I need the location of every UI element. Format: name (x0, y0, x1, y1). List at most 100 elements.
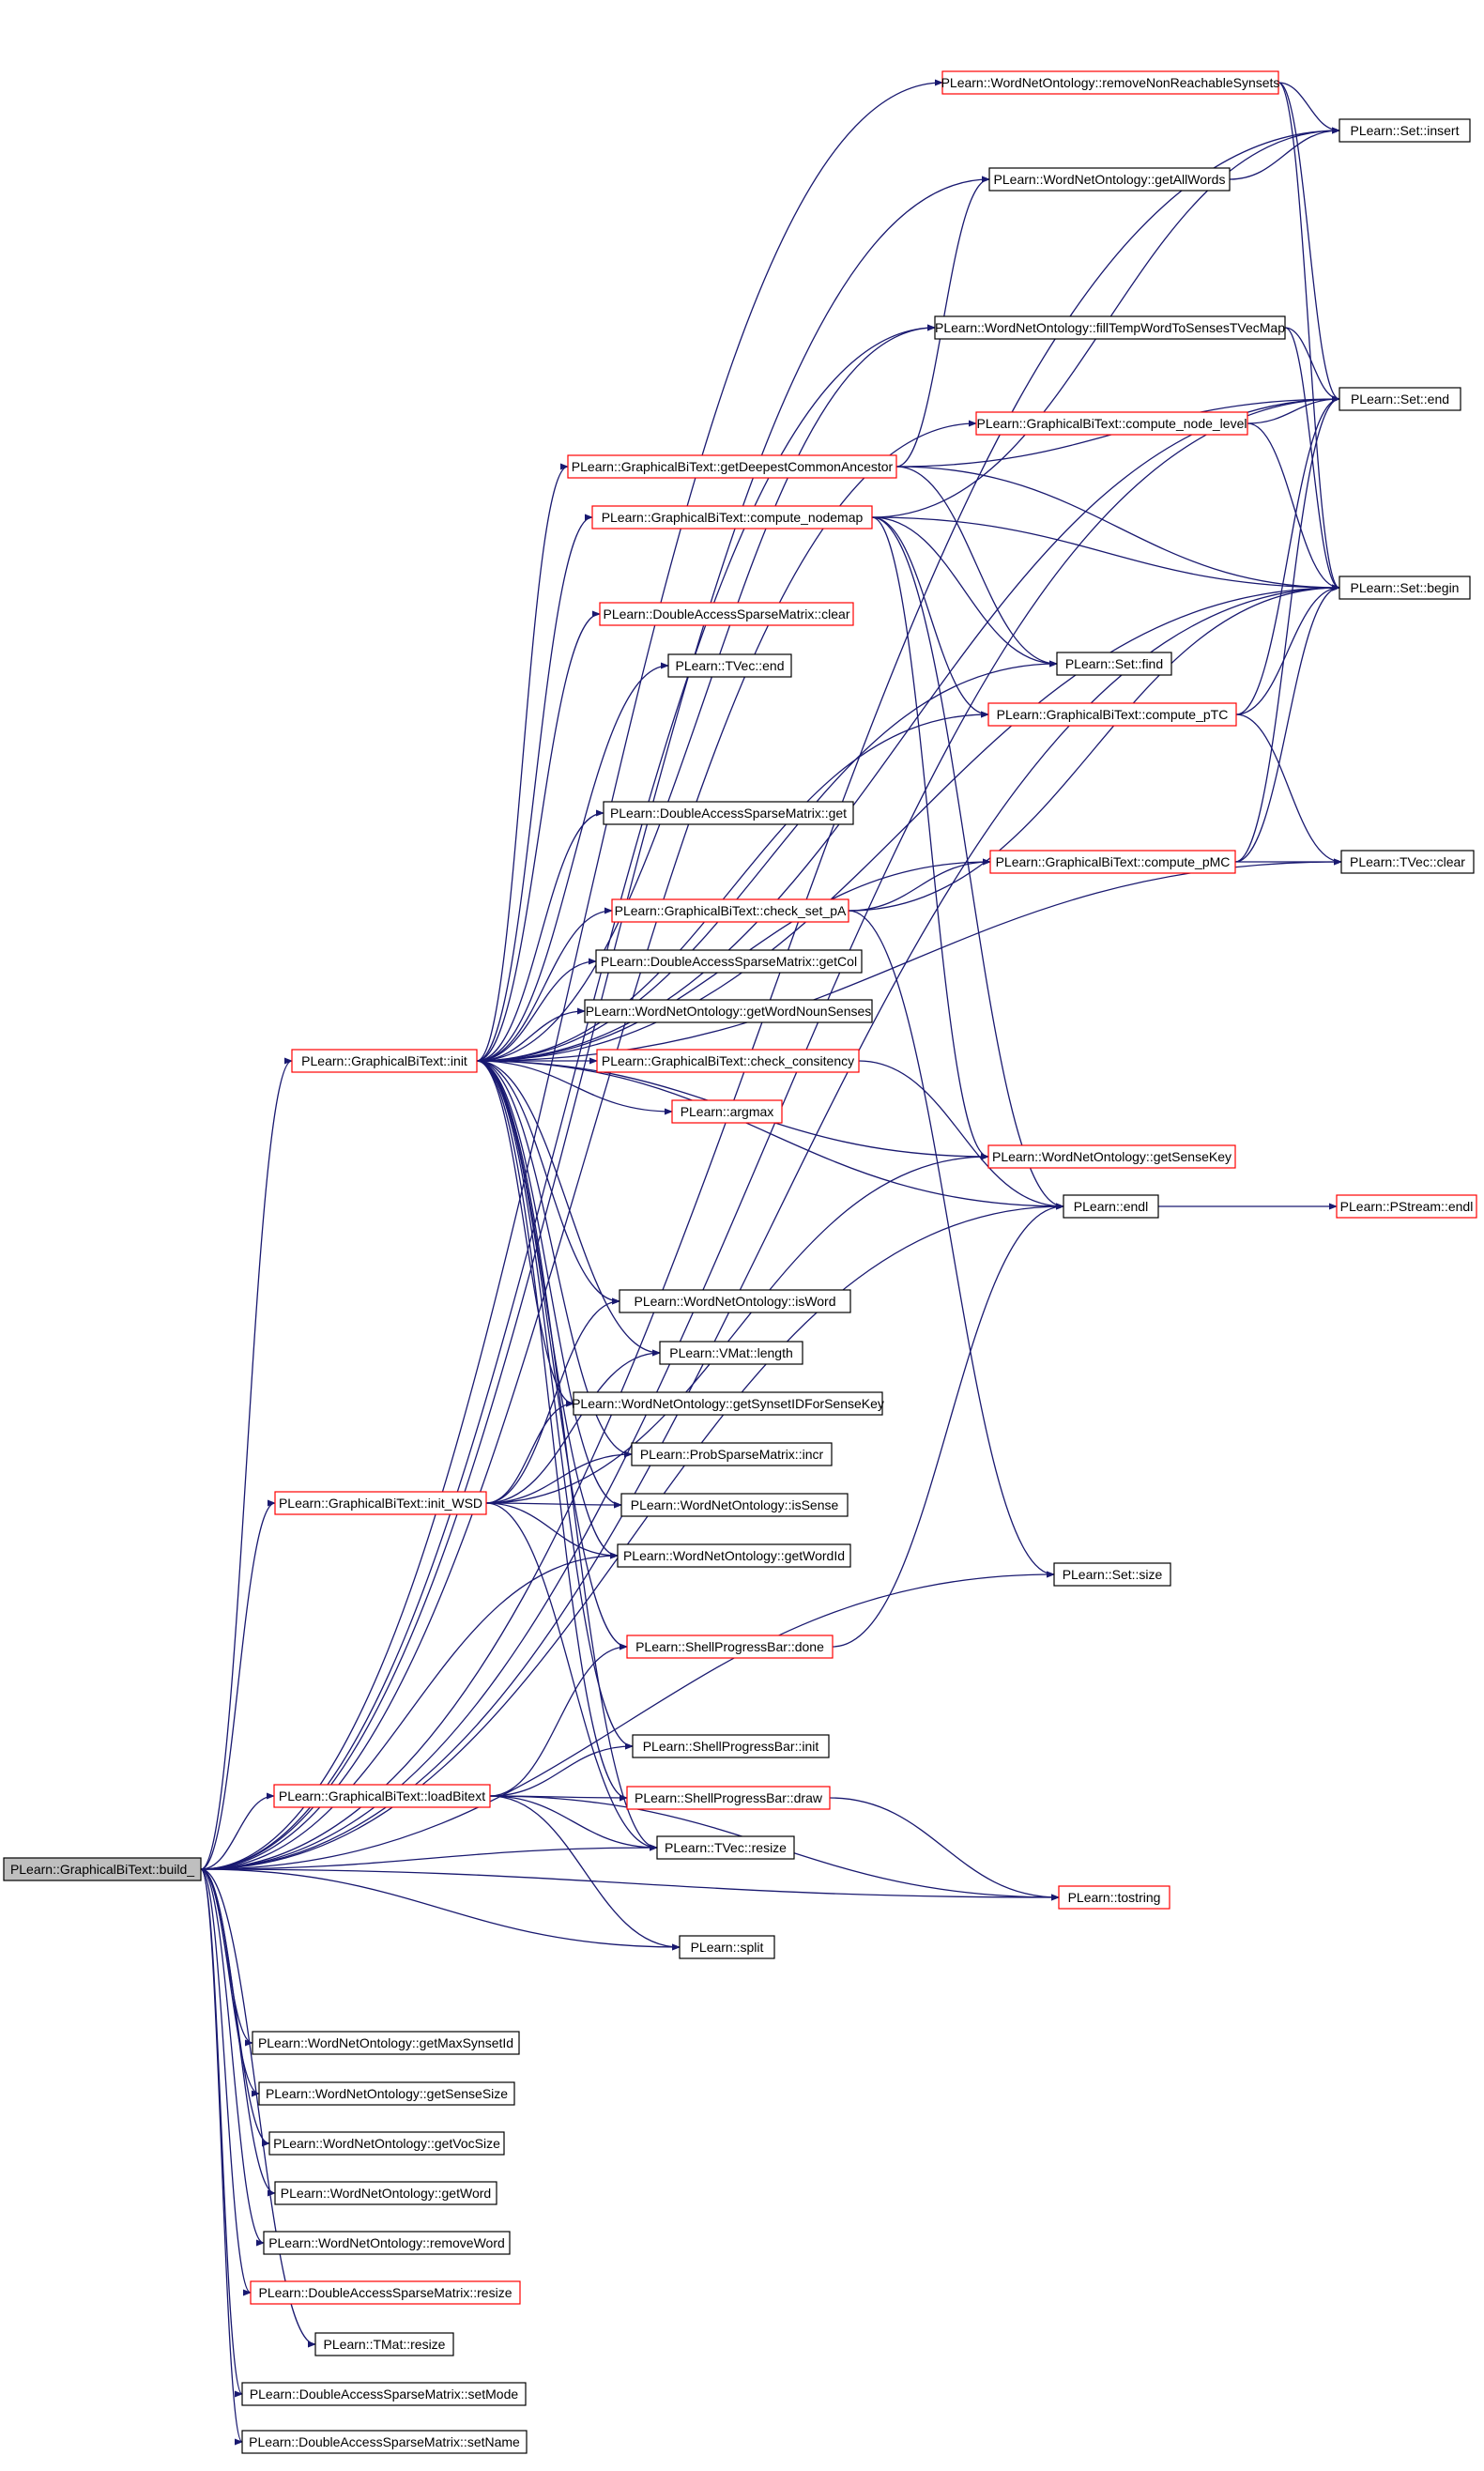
node-plearn-tostring[interactable]: PLearn::tostring (1058, 1885, 1170, 1910)
node-plearn-set-find[interactable]: PLearn::Set::find (1056, 652, 1172, 676)
node-plearn-split[interactable]: PLearn::split (679, 1935, 775, 1959)
node-box[interactable] (626, 1786, 831, 1810)
node-plearn-graphicalbitext-getdeepestcommonancestor[interactable]: PLearn::GraphicalBiText::getDeepestCommo… (567, 454, 897, 479)
node-box[interactable] (989, 850, 1236, 874)
node-box[interactable] (314, 2332, 454, 2356)
node-box[interactable] (671, 1099, 783, 1124)
node-plearn-wordnetontology-getsensesize[interactable]: PLearn::WordNetOntology::getSenseSize (258, 2081, 515, 2106)
node-plearn-tvec-end[interactable]: PLearn::TVec::end (667, 653, 792, 678)
node-plearn-doubleaccesssparsematrix-get[interactable]: PLearn::DoubleAccessSparseMatrix::get (603, 801, 854, 825)
node-box[interactable] (250, 2280, 521, 2305)
node-box[interactable] (1056, 652, 1172, 676)
node-box[interactable] (987, 1144, 1236, 1169)
node-box[interactable] (596, 1049, 860, 1073)
node-box[interactable] (934, 315, 1286, 340)
node-box[interactable] (632, 1734, 830, 1758)
node-box[interactable] (656, 1835, 795, 1860)
node-plearn-wordnetontology-getwordnounsenses[interactable]: PLearn::WordNetOntology::getWordNounSens… (584, 999, 873, 1023)
node-box[interactable] (268, 2131, 505, 2156)
node-plearn-doubleaccesssparsematrix-clear[interactable]: PLearn::DoubleAccessSparseMatrix::clear (599, 602, 854, 626)
node-plearn-set-size[interactable]: PLearn::Set::size (1053, 1562, 1171, 1587)
node-plearn-tvec-clear[interactable]: PLearn::TVec::clear (1340, 850, 1475, 874)
node-plearn-vmat-length[interactable]: PLearn::VMat::length (659, 1341, 803, 1365)
node-plearn-graphicalbitext-init-wsd[interactable]: PLearn::GraphicalBiText::init_WSD (274, 1491, 487, 1515)
node-plearn-doubleaccesssparsematrix-getcol[interactable]: PLearn::DoubleAccessSparseMatrix::getCol (595, 949, 863, 974)
node-plearn-graphicalbitext-init[interactable]: PLearn::GraphicalBiText::init (291, 1049, 478, 1073)
node-box[interactable] (620, 1493, 849, 1517)
node-plearn-doubleaccesssparsematrix-setname[interactable]: PLearn::DoubleAccessSparseMatrix::setNam… (241, 2430, 528, 2454)
node-box[interactable] (273, 1784, 491, 1808)
node-box[interactable] (274, 1491, 487, 1515)
node-box[interactable] (291, 1049, 478, 1073)
node-box[interactable] (975, 411, 1248, 436)
node-plearn-shellprogressbar-draw[interactable]: PLearn::ShellProgressBar::draw (626, 1786, 831, 1810)
node-plearn-wordnetontology-removenonreachablesynsets[interactable]: PLearn::WordNetOntology::removeNonReacha… (941, 70, 1280, 95)
node-box[interactable] (241, 2382, 527, 2406)
node-box[interactable] (1340, 850, 1475, 874)
node-plearn-wordnetontology-isword[interactable]: PLearn::WordNetOntology::isWord (619, 1289, 851, 1313)
node-box[interactable] (603, 801, 854, 825)
node-plearn-endl[interactable]: PLearn::endl (1063, 1194, 1159, 1219)
node-box[interactable] (241, 2430, 528, 2454)
node-plearn-set-end[interactable]: PLearn::Set::end (1339, 387, 1461, 411)
node-box[interactable] (619, 1289, 851, 1313)
node-plearn-wordnetontology-getmaxsynsetid[interactable]: PLearn::WordNetOntology::getMaxSynsetId (252, 2031, 520, 2055)
node-plearn-argmax[interactable]: PLearn::argmax (671, 1099, 783, 1124)
node-plearn-shellprogressbar-done[interactable]: PLearn::ShellProgressBar::done (626, 1635, 834, 1659)
node-box[interactable] (617, 1543, 851, 1568)
node-plearn-tmat-resize[interactable]: PLearn::TMat::resize (314, 2332, 454, 2356)
node-box[interactable] (591, 505, 873, 530)
node-box[interactable] (1339, 576, 1471, 600)
node-box[interactable] (987, 702, 1237, 727)
node-plearn-wordnetontology-getvocsize[interactable]: PLearn::WordNetOntology::getVocSize (268, 2131, 505, 2156)
node-plearn-shellprogressbar-init[interactable]: PLearn::ShellProgressBar::init (632, 1734, 830, 1758)
node-plearn-wordnetontology-getword[interactable]: PLearn::WordNetOntology::getWord (274, 2181, 497, 2205)
node-box[interactable] (626, 1635, 834, 1659)
node-plearn-wordnetontology-getsensekey[interactable]: PLearn::WordNetOntology::getSenseKey (987, 1144, 1236, 1169)
node-box[interactable] (1063, 1194, 1159, 1219)
node-plearn-graphicalbitext-build[interactable]: PLearn::GraphicalBiText::build_ (3, 1857, 202, 1881)
node-plearn-graphicalbitext-compute-ptc[interactable]: PLearn::GraphicalBiText::compute_pTC (987, 702, 1237, 727)
node-box[interactable] (599, 602, 854, 626)
node-plearn-doubleaccesssparsematrix-resize[interactable]: PLearn::DoubleAccessSparseMatrix::resize (250, 2280, 521, 2305)
node-box[interactable] (263, 2231, 511, 2255)
node-plearn-wordnetontology-filltempwordtosensestvecmap[interactable]: PLearn::WordNetOntology::fillTempWordToS… (934, 315, 1286, 340)
node-plearn-graphicalbitext-compute-node-level[interactable]: PLearn::GraphicalBiText::compute_node_le… (975, 411, 1248, 436)
node-box[interactable] (659, 1341, 803, 1365)
node-plearn-probsparsematrix-incr[interactable]: PLearn::ProbSparseMatrix::incr (631, 1442, 833, 1466)
node-box[interactable] (595, 949, 863, 974)
node-box[interactable] (941, 70, 1279, 95)
node-plearn-wordnetontology-getallwords[interactable]: PLearn::WordNetOntology::getAllWords (988, 167, 1231, 192)
node-box[interactable] (1339, 118, 1471, 143)
node-box[interactable] (1336, 1194, 1477, 1219)
node-box[interactable] (573, 1391, 883, 1416)
node-plearn-graphicalbitext-compute-pmc[interactable]: PLearn::GraphicalBiText::compute_pMC (989, 850, 1236, 874)
node-box[interactable] (631, 1442, 833, 1466)
node-plearn-pstream-endl[interactable]: PLearn::PStream::endl (1336, 1194, 1477, 1219)
node-plearn-graphicalbitext-check-set-pa[interactable]: PLearn::GraphicalBiText::check_set_pA (611, 898, 849, 923)
node-box[interactable] (584, 999, 873, 1023)
node-plearn-graphicalbitext-compute-nodemap[interactable]: PLearn::GraphicalBiText::compute_nodemap (591, 505, 873, 530)
node-plearn-wordnetontology-issense[interactable]: PLearn::WordNetOntology::isSense (620, 1493, 849, 1517)
node-box[interactable] (679, 1935, 775, 1959)
node-box[interactable] (611, 898, 849, 923)
node-plearn-tvec-resize[interactable]: PLearn::TVec::resize (656, 1835, 795, 1860)
node-box[interactable] (988, 167, 1231, 192)
node-plearn-graphicalbitext-check-consitency[interactable]: PLearn::GraphicalBiText::check_consitenc… (596, 1049, 860, 1073)
node-box[interactable] (667, 653, 792, 678)
node-plearn-set-begin[interactable]: PLearn::Set::begin (1339, 576, 1471, 600)
node-plearn-graphicalbitext-loadbitext[interactable]: PLearn::GraphicalBiText::loadBitext (273, 1784, 491, 1808)
node-box[interactable] (1058, 1885, 1170, 1910)
node-box[interactable] (274, 2181, 497, 2205)
node-box[interactable] (567, 454, 897, 479)
node-box[interactable] (1053, 1562, 1171, 1587)
node-plearn-doubleaccesssparsematrix-setmode[interactable]: PLearn::DoubleAccessSparseMatrix::setMod… (241, 2382, 527, 2406)
node-box[interactable] (1339, 387, 1461, 411)
node-plearn-set-insert[interactable]: PLearn::Set::insert (1339, 118, 1471, 143)
node-box[interactable] (3, 1857, 202, 1881)
node-plearn-wordnetontology-getsynsetidforsensekey[interactable]: PLearn::WordNetOntology::getSynsetIDForS… (572, 1391, 884, 1416)
node-box[interactable] (252, 2031, 520, 2055)
node-box[interactable] (258, 2081, 515, 2106)
node-plearn-wordnetontology-getwordid[interactable]: PLearn::WordNetOntology::getWordId (617, 1543, 851, 1568)
node-plearn-wordnetontology-removeword[interactable]: PLearn::WordNetOntology::removeWord (263, 2231, 511, 2255)
